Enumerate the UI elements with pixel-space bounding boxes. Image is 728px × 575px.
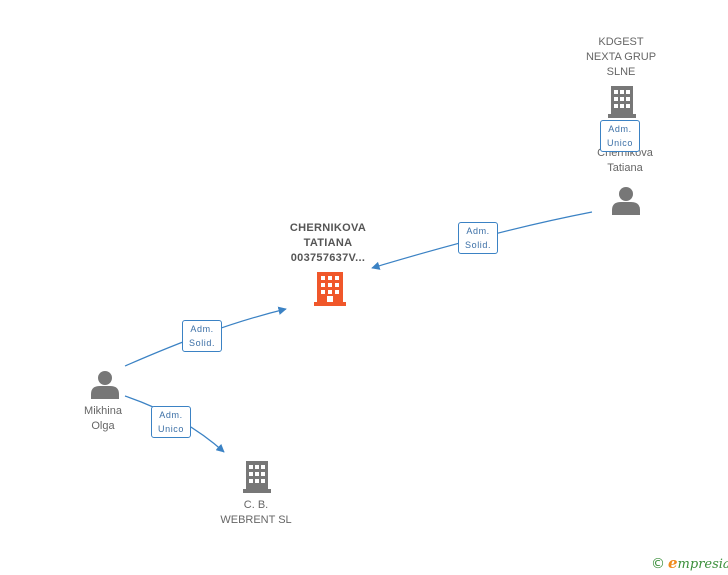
relation-subtype: Unico (158, 424, 185, 434)
kdgest-company-label[interactable]: KDGEST NEXTA GRUP SLNE (586, 35, 656, 80)
brand-name: mpresia (677, 557, 728, 572)
mikhina-person-label[interactable]: Mikhina Olga (84, 404, 122, 434)
relation-subtype: Solid. (189, 338, 216, 348)
main-company-name-line1: CHERNIKOVA (289, 222, 367, 234)
relation-badge-mikhina-to-main[interactable]: Adm. Solid. (182, 320, 223, 352)
chernikova-person-icon[interactable] (612, 186, 640, 215)
copyright-icon: © (651, 556, 665, 572)
main-company-building-icon[interactable] (314, 271, 346, 306)
relation-type: Adm. (159, 410, 183, 420)
main-company-id: 003757637V... (290, 252, 366, 264)
mikhina-person-icon[interactable] (91, 370, 119, 399)
mikhina-name-line2: Olga (91, 420, 115, 432)
kdgest-name-line3: SLNE (606, 66, 636, 78)
relation-type: Adm. (466, 226, 490, 236)
brand-initial: e (668, 554, 678, 572)
webrent-name-line2: WEBRENT SL (220, 514, 292, 526)
relation-type: Adm. (608, 124, 632, 134)
kdgest-name-line1: KDGEST (598, 36, 644, 48)
relation-subtype: Unico (607, 138, 634, 148)
kdgest-name-line2: NEXTA GRUP (585, 51, 657, 63)
relation-badge-mikhina-to-webrent[interactable]: Adm. Unico (151, 406, 192, 438)
webrent-company-label[interactable]: C. B. WEBRENT SL (220, 498, 291, 528)
relation-type: Adm. (190, 324, 214, 334)
chernikova-person-name-line2: Tatiana (607, 162, 643, 174)
relation-badge-chernikova-to-main[interactable]: Adm. Solid. (458, 222, 499, 254)
relation-badge-kdgest-admin[interactable]: Adm. Unico (600, 120, 641, 152)
kdgest-building-icon[interactable] (608, 85, 636, 118)
webrent-name-line1: C. B. (243, 499, 269, 511)
relation-subtype: Solid. (465, 240, 492, 250)
empresia-watermark: ©empresia (651, 554, 728, 572)
webrent-building-icon[interactable] (243, 460, 271, 493)
mikhina-name-line1: Mikhina (84, 405, 122, 417)
main-company-name-line2: TATIANA (303, 237, 353, 249)
main-company-label[interactable]: CHERNIKOVA TATIANA 003757637V... (290, 221, 366, 266)
